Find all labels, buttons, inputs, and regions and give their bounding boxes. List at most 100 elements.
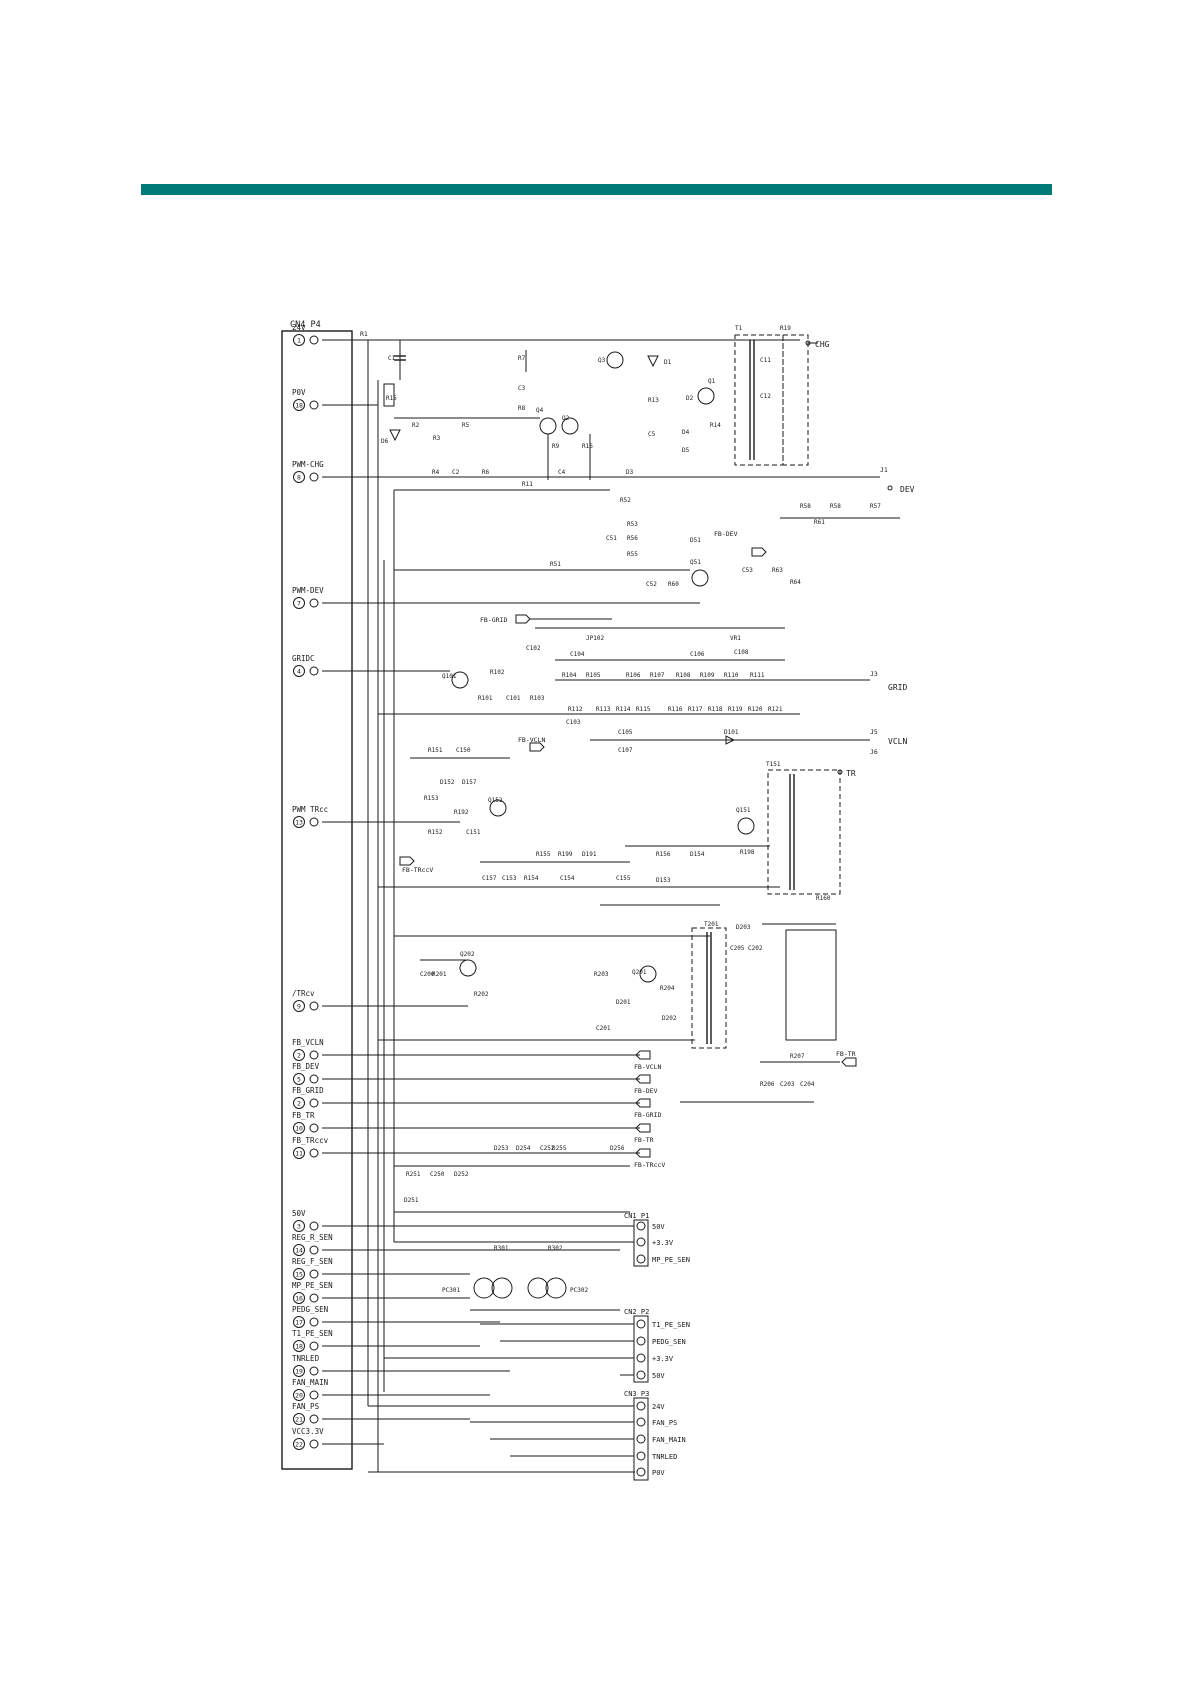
q151-label: Q151 <box>736 807 751 814</box>
cn4-pin-terminal <box>309 1439 319 1449</box>
cn3-pin-terminal <box>636 1434 646 1444</box>
feedback-flag-shape <box>635 1123 651 1133</box>
cn4-pin-number-circle <box>293 1000 305 1012</box>
r63-label: R63 <box>772 567 783 574</box>
c155-label: C155 <box>616 875 631 882</box>
d4-label: D4 <box>682 429 690 436</box>
d251-label: D251 <box>404 1197 419 1204</box>
j6-label: J6 <box>870 748 878 756</box>
r110-label: R110 <box>724 672 739 679</box>
cn4-pin-number-circle <box>293 399 305 411</box>
r204-label: R204 <box>660 985 675 992</box>
fb-tr-right-flag-shape <box>841 1057 857 1067</box>
c151-label: C151 <box>466 829 481 836</box>
cn4-pin-label: 24v <box>292 323 306 332</box>
c250-label: C250 <box>430 1171 445 1178</box>
cn4-pin-number: 9 <box>297 1003 301 1011</box>
c201-label: C201 <box>596 1025 611 1032</box>
c12-label: C12 <box>760 393 771 400</box>
cn4-pin-number-circle <box>293 1438 305 1450</box>
cn4-pin-number: 19 <box>295 1368 303 1376</box>
c53-label: C53 <box>742 567 753 574</box>
c205-label: C205 <box>730 945 745 952</box>
cn4-pin-number: 8 <box>297 474 301 482</box>
cn4-pin-label: REG_F_SEN <box>292 1257 333 1266</box>
r52-label: R52 <box>620 497 631 504</box>
cn3-pin-terminal <box>636 1451 646 1461</box>
pc301-label: PC301 <box>442 1287 460 1294</box>
r59-label: R58 <box>830 503 841 510</box>
cn2-pin-label: 50V <box>652 1372 665 1380</box>
cn4-pin-number: 15 <box>295 1271 303 1279</box>
cn4-pin-terminal <box>309 1098 319 1108</box>
cn4-pin-label: GRIDC <box>292 654 315 663</box>
cn4-pin-number: 21 <box>295 1416 303 1424</box>
c3-label: C3 <box>518 385 526 392</box>
cn4-pin-label: 50V <box>292 1209 306 1218</box>
d153-label: D153 <box>656 877 671 884</box>
j1-label: J1 <box>880 466 888 474</box>
cn4-pin-number: 20 <box>295 1392 303 1400</box>
cn4-pin-number: 17 <box>295 1319 303 1327</box>
q4-transistor <box>539 417 557 435</box>
r116-label: R116 <box>668 706 683 713</box>
r251-label: R251 <box>406 1171 421 1178</box>
cn4-pin-number: 11 <box>295 1150 303 1158</box>
r2-label: R2 <box>412 422 420 429</box>
d255-label: D255 <box>552 1145 567 1152</box>
d51-label: D51 <box>690 537 701 544</box>
c150-label: C150 <box>456 747 471 754</box>
fb-dev-flag-shape <box>751 547 767 557</box>
cn4-pin-label: PWM-DEV <box>292 586 324 595</box>
r198-label: R198 <box>740 849 755 856</box>
header-bar <box>141 184 1052 195</box>
fb-vcln-flag-top: FB-VCLN <box>518 736 545 744</box>
d1-diode <box>647 355 659 368</box>
cn3-pin-label: TNRLED <box>652 1453 677 1461</box>
feedback-flag-shape <box>635 1050 651 1060</box>
r106-label: R106 <box>626 672 641 679</box>
c200-label: C200 <box>420 971 435 978</box>
q3-transistor <box>606 351 624 369</box>
d101-label: D101 <box>724 729 739 736</box>
r151-label: R151 <box>428 747 443 754</box>
q201-label: Q201 <box>632 969 647 976</box>
q101-transistor <box>451 671 469 689</box>
cn1-label: CN1 P1 <box>624 1212 649 1220</box>
cn3-pin-terminal <box>636 1401 646 1411</box>
cn4-pin-terminal <box>309 1269 319 1279</box>
d1-label: D1 <box>664 359 672 366</box>
r105-label: R105 <box>586 672 601 679</box>
cn4-pin-number-circle <box>293 1220 305 1232</box>
c4-label: C4 <box>558 469 566 476</box>
r64-label: R64 <box>790 579 801 586</box>
cn4-pin-label: MP_PE_SEN <box>292 1281 333 1290</box>
cn4-pin-number: 14 <box>295 1247 303 1255</box>
d2-label: D2 <box>686 395 694 402</box>
r5-label: R5 <box>462 422 470 429</box>
d252-label: D252 <box>454 1171 469 1178</box>
r119-label: R119 <box>728 706 743 713</box>
c52-label: C52 <box>646 581 657 588</box>
r11-label: R11 <box>522 481 533 488</box>
cn2-connector-box <box>633 1315 649 1383</box>
t1-label: T1 <box>735 325 743 332</box>
cn4-pin-number: 7 <box>297 600 301 608</box>
cn4-pin-number-circle <box>293 471 305 483</box>
r1-label: R1 <box>360 330 368 338</box>
j3-label: J3 <box>870 670 878 678</box>
cn4-pin-number-circle <box>293 1389 305 1401</box>
tr-terminal <box>837 769 843 775</box>
r8-label: R8 <box>518 405 526 412</box>
q202-transistor <box>459 959 477 977</box>
d6-label: D6 <box>381 438 389 445</box>
cn4-pin-number: 3 <box>297 1223 301 1231</box>
r115-label: R115 <box>636 706 651 713</box>
r112-label: R112 <box>568 706 583 713</box>
r56-label: R56 <box>627 535 638 542</box>
c252-label: C252 <box>540 1145 555 1152</box>
cn4-pin-number-circle <box>293 334 305 346</box>
cn4-pin-number-circle <box>293 1049 305 1061</box>
r7-label: R7 <box>518 355 526 362</box>
feedback-flag-shape <box>635 1098 651 1108</box>
